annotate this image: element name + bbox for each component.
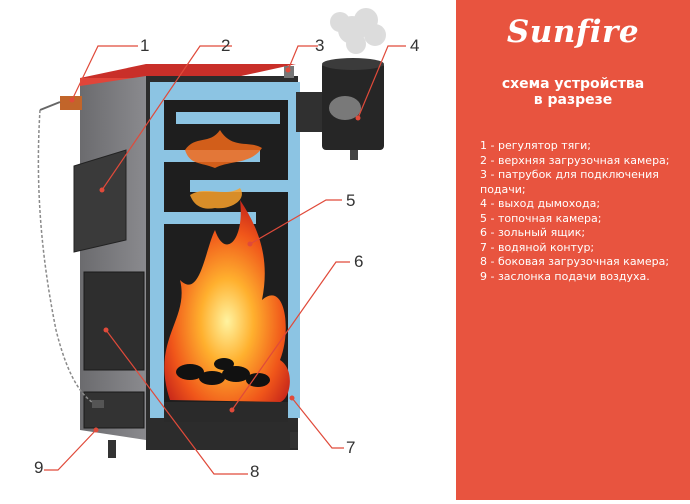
chimney-outlet: [296, 58, 384, 160]
ash-box: [164, 402, 288, 422]
callout-number-8: 8: [250, 462, 260, 481]
callout-lines: [44, 45, 406, 475]
callout-number-3: 3: [315, 36, 325, 55]
callout-line-3: [287, 45, 318, 71]
boiler-leg-left: [108, 440, 116, 458]
legend-item: 7 - водяной контур;: [480, 240, 595, 254]
regulator-chain: [37, 109, 93, 403]
callout-number-4: 4: [410, 36, 420, 55]
parts-legend: 1 - регулятор тяги; 2 - верхняя загрузоч…: [480, 139, 686, 284]
boiler-illustration: [37, 8, 406, 475]
damper-handle: [92, 400, 104, 408]
callout-line-4: [357, 45, 406, 119]
legend-item: 5 - топочная камера;: [480, 211, 602, 225]
legend-item: 6 - зольный ящик;: [480, 226, 586, 239]
boiler-top: [80, 64, 296, 78]
callout-number-2: 2: [221, 36, 231, 55]
draft-regulator: [39, 96, 82, 111]
callout-line-7: [291, 397, 344, 449]
callout-number-7: 7: [346, 438, 356, 457]
coal-bed: [176, 358, 270, 387]
legend-item: 3 - патрубок для подключения подачи;: [480, 168, 659, 196]
legend-item: 8 - боковая загрузочная камера;: [480, 255, 670, 268]
legend-item: 1 - регулятор тяги;: [480, 139, 591, 152]
side-loading-door: [83, 271, 145, 371]
air-damper: [83, 391, 145, 429]
legend-item: 2 - верхняя загрузочная камера;: [480, 153, 670, 167]
callout-line-2: [101, 45, 232, 191]
callout-line-1: [71, 45, 138, 101]
callout-number-6: 6: [354, 252, 364, 271]
boiler-diagram: 1 2 3 4 5 6 7 8 9: [34, 8, 420, 481]
callout-line-5: [249, 199, 342, 245]
callout-line-6: [231, 261, 350, 411]
brand-logo: Sunfire: [506, 14, 640, 50]
boiler-left-side: [80, 76, 146, 440]
callout-line-8: [105, 329, 248, 475]
subtitle-line-2: в разрезе: [533, 92, 613, 108]
callout-number-1: 1: [140, 36, 150, 55]
smoke: [330, 8, 386, 54]
callout-number-5: 5: [346, 191, 356, 210]
info-panel: Sunfire схема устройства в разрезе 1 - р…: [456, 0, 690, 500]
legend-item: 4 - выход дымохода;: [480, 197, 601, 210]
legend-item: 9 - заслонка подачи воздуха.: [480, 269, 650, 283]
diagram-subtitle: схема устройства в разрезе: [456, 76, 690, 108]
callout-line-9: [44, 429, 97, 471]
flames: [164, 130, 290, 402]
callout-dots: [69, 67, 361, 433]
boiler-leg-right: [290, 432, 298, 448]
upper-loading-door: [73, 149, 127, 253]
subtitle-line-1: схема устройства: [501, 76, 645, 92]
callout-number-9: 9: [34, 458, 44, 477]
